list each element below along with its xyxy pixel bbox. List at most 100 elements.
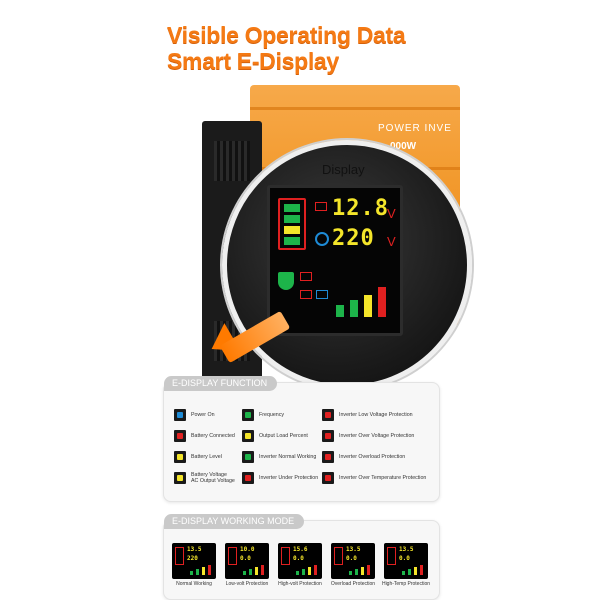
load-bar (350, 300, 358, 317)
function-section-title: E-DISPLAY FUNCTION (164, 376, 278, 391)
brand-text: POWER INVE (378, 123, 452, 134)
mode-voltage: 10.0 (240, 546, 255, 553)
headline-line1: Visible Operating Data (167, 22, 406, 48)
function-item: Battery Connected (174, 430, 235, 442)
function-item: Inverter Low Voltage Protection (322, 409, 413, 421)
mode-label: Overload Protection (330, 581, 376, 587)
low-voltage-icon (322, 409, 334, 421)
temperature-icon (322, 472, 334, 484)
mode-output: 0.0 (399, 555, 410, 562)
unit-label: V (387, 206, 396, 221)
function-item: Power On (174, 409, 215, 421)
frequency-icon (242, 409, 254, 421)
battery-connected-icon (315, 202, 327, 211)
function-item-label: Output Load Percent (259, 433, 308, 439)
headline: Visible Operating Data Smart E-Display (167, 22, 467, 74)
load-bar (367, 565, 370, 575)
load-bar (243, 571, 246, 575)
load-bar (361, 567, 364, 575)
mode-output: 220 (187, 555, 198, 562)
mode-label: Low-volt Protection (225, 581, 269, 587)
function-item: Frequency (242, 409, 284, 421)
load-bar (261, 565, 264, 575)
load-bar (349, 571, 352, 575)
load-bar (255, 567, 258, 575)
function-item-label: Frequency (259, 412, 285, 418)
battery-level-icon (278, 198, 306, 250)
mini-display: 13.5 0.0 (331, 543, 375, 579)
battery-voltage-readout: 12.8 (332, 196, 389, 221)
function-item-label: Battery Voltage AC Output Voltage (191, 472, 235, 484)
load-bar (190, 571, 193, 575)
headline-line2: Smart E-Display (167, 48, 339, 74)
watt-text: 000W (390, 141, 417, 152)
heat-fin (250, 107, 460, 110)
mini-display: 10.0 0.0 (225, 543, 269, 579)
display-magnifier: Display 12.8 220 V V (222, 140, 472, 390)
function-item-label: Power On (191, 412, 215, 418)
mode-label: High-volt Protection (278, 581, 322, 587)
mode-output: 0.0 (293, 555, 304, 562)
mode-section-title: E-DISPLAY WORKING MODE (164, 514, 305, 529)
function-item: Inverter Over Temperature Protection (322, 472, 426, 484)
function-item: Battery Level (174, 451, 222, 463)
power-icon (315, 232, 329, 246)
load-bar (308, 567, 311, 575)
load-bar (408, 569, 411, 575)
over-voltage-icon (322, 430, 334, 442)
function-item-label: Battery Connected (191, 433, 235, 439)
function-item: Inverter Overload Protection (322, 451, 405, 463)
function-item: Inverter Over Voltage Protection (322, 430, 414, 442)
load-bar (314, 565, 317, 575)
mode-voltage: 13.5 (187, 546, 202, 553)
function-item-label: Inverter Overload Protection (339, 454, 406, 460)
load-bar (402, 571, 405, 575)
frequency-icon (316, 290, 328, 299)
ac-voltage-readout: 220 (332, 226, 375, 251)
battery-level-icon (228, 547, 237, 565)
shield-icon (242, 451, 254, 463)
load-bar (202, 567, 205, 575)
function-section: E-DISPLAY FUNCTION Power On Battery Conne… (163, 376, 440, 502)
load-bar (378, 287, 386, 317)
function-item-label: Inverter Over Voltage Protection (339, 433, 415, 439)
function-item-label: Battery Level (191, 454, 222, 460)
function-item: Inverter Normal Working (242, 451, 316, 463)
unit-label: V (387, 234, 396, 249)
shield-icon (278, 272, 294, 290)
load-bar (420, 565, 423, 575)
mode-label: Normal Working (176, 581, 212, 587)
power-icon (174, 409, 186, 421)
function-item-label: Inverter Low Voltage Protection (339, 412, 413, 418)
mode-output: 0.0 (240, 555, 251, 562)
function-item: Inverter Under Protection (242, 472, 318, 484)
mode-voltage: 13.5 (399, 546, 414, 553)
load-bar (364, 295, 372, 317)
overload-icon (322, 451, 334, 463)
overload-icon (300, 290, 312, 299)
mode-label: High-Temp Protection (381, 581, 431, 587)
function-item: Output Load Percent (242, 430, 308, 442)
load-bar (355, 569, 358, 575)
mode-output: 0.0 (346, 555, 357, 562)
lens-label: Display (322, 162, 365, 177)
load-bar (196, 569, 199, 575)
mode-voltage: 13.5 (346, 546, 361, 553)
function-item-label: Inverter Normal Working (259, 454, 317, 460)
mini-display: 13.5 0.0 (384, 543, 428, 579)
battery-level-icon (175, 547, 184, 565)
function-item-label: Inverter Over Temperature Protection (339, 475, 427, 481)
battery-connected-icon (174, 430, 186, 442)
protection-icon (242, 472, 254, 484)
vent-slot (214, 141, 250, 181)
load-bar (302, 569, 305, 575)
function-item: Battery Voltage AC Output Voltage (174, 472, 235, 484)
battery-level-icon (281, 547, 290, 565)
battery-level-icon (334, 547, 343, 565)
